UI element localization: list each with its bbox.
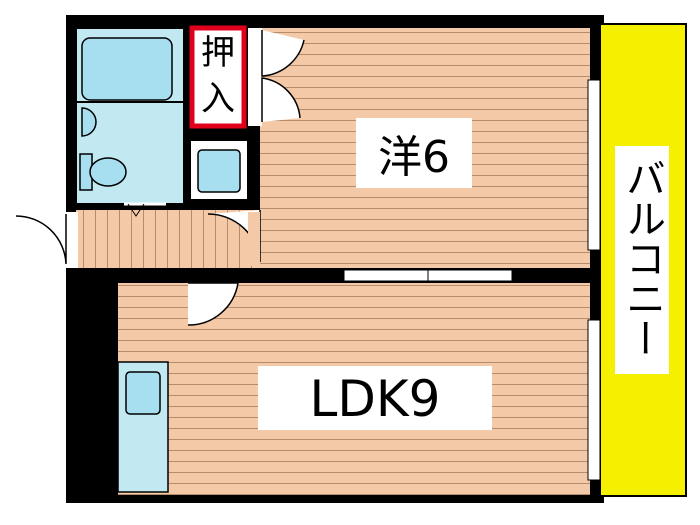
ldk-room-label: LDK9	[310, 370, 441, 428]
sink	[81, 107, 97, 137]
toilet-bowl	[89, 157, 127, 187]
western-label-bg	[356, 118, 472, 188]
closet-label-line2: 入	[201, 79, 235, 119]
kitchen-sink	[125, 371, 161, 415]
ldk-door-swing	[187, 282, 239, 326]
western-room-label: 洋6	[378, 132, 450, 183]
interior-wall-vertical	[248, 126, 260, 210]
washer-icon	[197, 149, 241, 193]
closet-label-line1: 押	[201, 33, 235, 73]
bathroom-door-swing	[127, 203, 145, 217]
window-upper	[587, 79, 601, 251]
closet-door-swing-top	[261, 30, 305, 77]
closet-door-swing-bottom	[261, 77, 301, 122]
ldk-left-wall	[76, 283, 118, 495]
bathtub	[81, 37, 173, 101]
ldk-label-bg	[258, 366, 492, 430]
window-lower	[587, 319, 601, 481]
closet-door-area	[248, 28, 262, 126]
entrance-door-swing	[15, 214, 67, 265]
hallway-floor	[76, 210, 260, 268]
balcony-label-bg	[615, 146, 669, 374]
closet	[189, 25, 247, 129]
western-door-gap	[248, 212, 260, 266]
balcony-label: バルコニー	[619, 158, 665, 358]
